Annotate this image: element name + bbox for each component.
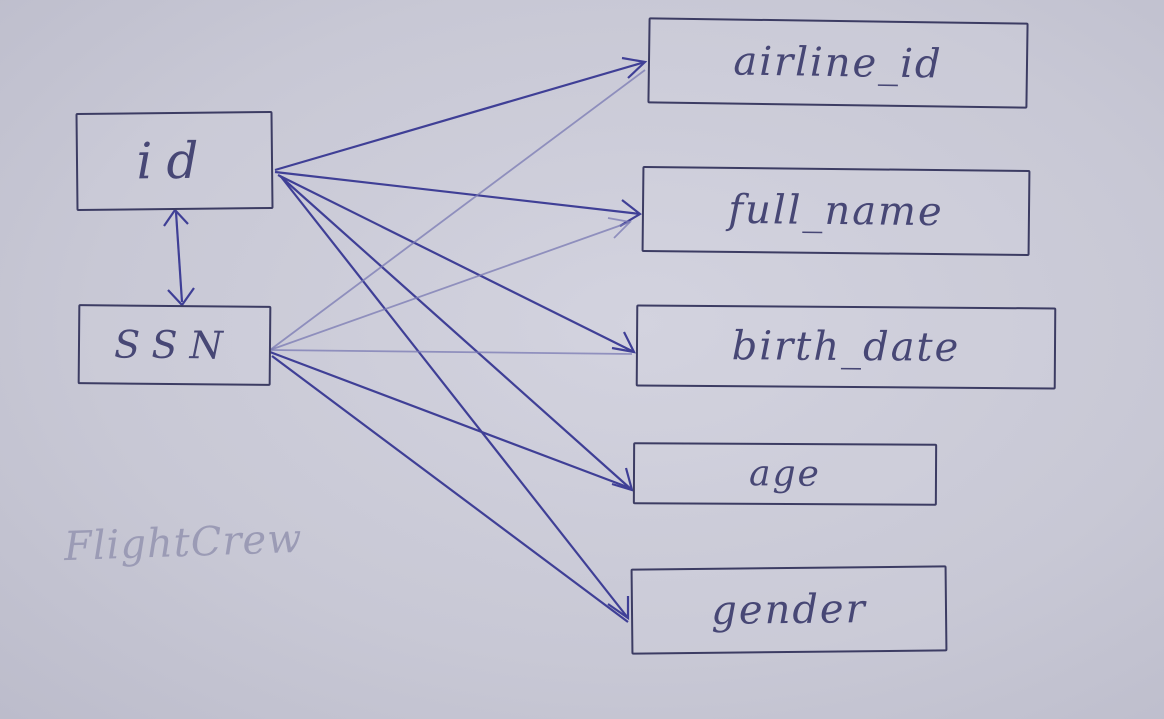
node-airline-id: airline_id — [647, 17, 1029, 109]
arrowhead-id-birth-date — [611, 331, 636, 354]
arrowhead-id-ssn-bottom — [167, 287, 195, 307]
arrow-id-ssn — [174, 211, 184, 303]
arrow-id-airline-id — [274, 60, 646, 172]
arrow-id-full-name — [274, 170, 641, 216]
node-age-label: age — [748, 453, 822, 495]
arrowhead-id-gender — [607, 596, 630, 621]
arrow-ssn-airline-id — [269, 69, 646, 351]
node-id: id — [75, 110, 274, 212]
arrow-id-age — [279, 175, 633, 491]
arrow-id-birth-date — [277, 174, 635, 353]
node-full-name-label: full_name — [728, 186, 944, 236]
node-full-name: full_name — [641, 165, 1031, 257]
node-ssn-label: SSN — [113, 322, 236, 368]
arrow-ssn-full-name — [269, 221, 631, 351]
arrowhead-ssn-full-name — [607, 217, 632, 239]
arrowhead-id-ssn-top — [163, 208, 189, 227]
arrow-ssn-age — [269, 350, 631, 490]
node-gender-label: gender — [711, 586, 867, 634]
node-age: age — [632, 442, 938, 506]
arrow-id-gender — [281, 177, 629, 619]
node-birth-date: birth_date — [635, 304, 1057, 390]
arrowhead-id-airline-id — [621, 56, 648, 79]
node-birth-date-label: birth_date — [731, 323, 961, 371]
node-ssn: SSN — [77, 304, 272, 386]
arrowhead-id-age — [611, 467, 634, 492]
node-id-label: id — [136, 131, 213, 191]
arrow-ssn-gender — [271, 355, 629, 623]
arrow-ssn-birth-date — [269, 349, 633, 355]
node-airline-id-label: airline_id — [733, 38, 943, 88]
diagram-title: FlightCrew — [63, 515, 304, 571]
node-gender: gender — [630, 565, 948, 655]
